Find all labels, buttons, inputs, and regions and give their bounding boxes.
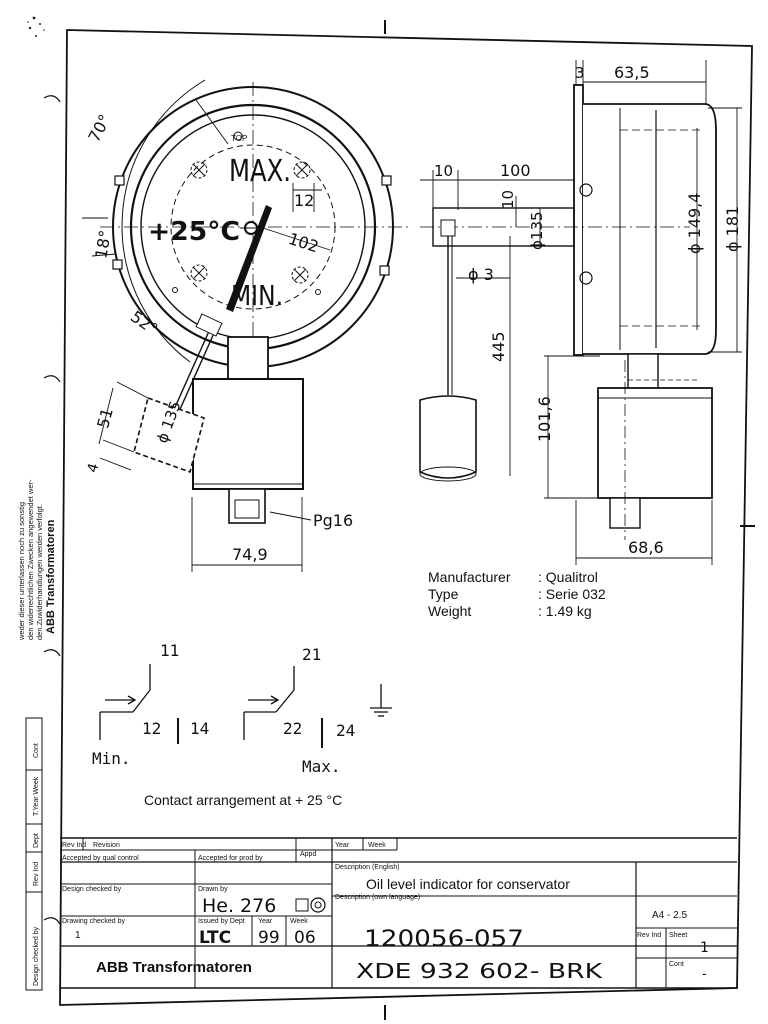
angle-70: 70° — [84, 111, 114, 145]
side-body — [597, 387, 713, 499]
tb-issued-dept-value: LTC — [199, 928, 231, 948]
tb-cont: Cont — [669, 961, 684, 968]
dim-3: 3 — [575, 64, 585, 82]
margin-note-line1: weder dieser unterlassen noch zu sonstig — [17, 502, 26, 641]
dim-51: 51 — [93, 406, 117, 431]
contact-24: 24 — [336, 721, 355, 740]
tb-drawn-by: Drawn by — [198, 886, 228, 893]
dim-686: 68,6 — [628, 538, 664, 557]
tb-year: Year — [335, 842, 350, 849]
margin-note-line3: den.Zuwiderhandlungen werden verfolgt. — [35, 504, 44, 640]
top-mark: TOP — [231, 134, 247, 143]
angle-52: 52° — [127, 307, 161, 339]
dim-1016: 101,6 — [535, 396, 554, 442]
dial-screws — [172, 161, 321, 295]
scan-speckle — [27, 16, 45, 37]
tb-doc-number: 120056-057 — [364, 927, 524, 952]
dim-10a: 10 — [434, 162, 453, 180]
tb-desc-own-label: Description (own language) — [335, 894, 420, 901]
rim-bolts — [112, 175, 392, 276]
cylinder-float — [419, 395, 477, 479]
contact-caption: Contact arrangement at + 25 °C — [144, 792, 342, 808]
margin-note-line2: den widerrechtlichen Zwecken angewendet … — [26, 479, 35, 640]
strip-design-checked: Design checked by — [33, 926, 40, 986]
title-block — [60, 837, 737, 989]
type-value: : Serie 032 — [538, 586, 606, 602]
dim-749: 74,9 — [232, 545, 268, 564]
gauge-side-view: 3 63,5 10 100 10 ϕ135 ϕ 3 445 101,6 ϕ 14… — [419, 60, 742, 565]
tb-rev-ind2: Rev Ind — [637, 932, 661, 939]
tb-revision: Revision — [93, 842, 120, 849]
tb-drawing-checked: Drawing checked by — [62, 918, 126, 925]
tb-drawing-code: XDE 932 602- BRK — [356, 959, 603, 983]
strip-cont: Cont — [33, 743, 40, 758]
tb-year2: Year — [258, 918, 273, 925]
type-label: Type — [428, 586, 459, 602]
pg16-label: Pg16 — [313, 511, 353, 530]
contact-14: 14 — [190, 719, 209, 738]
float-block — [133, 396, 205, 474]
side-flange — [573, 84, 584, 356]
dim-635: 63,5 — [614, 63, 650, 82]
dim-phi3: ϕ 3 — [468, 265, 494, 284]
dim-10b: 10 — [499, 190, 517, 209]
tb-accepted-prod: Accepted for prod by — [198, 855, 263, 862]
arc-tick-marks — [82, 217, 117, 257]
side-housing — [583, 103, 717, 355]
tb-issued-week-value: 06 — [294, 928, 316, 948]
dim-phi181: ϕ 181 — [723, 206, 742, 252]
margin-note-company: ABB Transformatoren — [45, 519, 57, 634]
weight-label: Weight — [428, 603, 471, 619]
specs-block: Manufacturer : Qualitrol Type : Serie 03… — [428, 569, 606, 619]
dim-4: 4 — [85, 462, 103, 475]
tb-company: ABB Transformatoren — [96, 959, 252, 976]
strip-year-week: T.Year Week — [33, 776, 40, 816]
gauge-body — [192, 378, 304, 490]
tb-accepted-qual: Accepted by qual control — [62, 855, 139, 862]
temperature-label: +25°C — [148, 217, 240, 247]
contact-21: 21 — [302, 645, 321, 664]
strip-dept: Dept — [33, 833, 40, 848]
angle-18: 18° — [91, 229, 115, 260]
tb-week2: Week — [290, 918, 308, 925]
side-strip: Cont T.Year Week Dept Rev Ind Design che… — [25, 717, 43, 991]
gauge-front-view: TOP MAX. MIN. +25°C 12 102 70° 18° 52° P… — [82, 79, 408, 572]
dim-phi135-side: ϕ135 — [528, 211, 546, 250]
tb-issued-by-dept: Issued by Dept — [198, 918, 245, 925]
gauge-stem — [227, 336, 269, 380]
tb-drawing-checked-value: 1 — [75, 930, 81, 941]
gauge-pointer — [226, 205, 272, 312]
dim-445: 445 — [489, 331, 508, 362]
dim-100: 100 — [500, 161, 531, 180]
dim-phi1494: ϕ 149,4 — [685, 193, 704, 254]
max-label: MAX. — [229, 154, 291, 189]
tb-sheet: Sheet — [669, 932, 687, 939]
dim-12: 12 — [294, 191, 314, 210]
dim-102: 102 — [286, 229, 321, 257]
contact-min-label: Min. — [92, 749, 131, 768]
tb-desc-english: Oil level indicator for conservator — [366, 876, 570, 892]
tb-week: Week — [368, 842, 386, 849]
tb-cont-value: - — [702, 965, 707, 981]
tb-desc-english-label: Description (English) — [335, 864, 400, 871]
contact-max-label: Max. — [302, 757, 341, 776]
weight-value: : 1.49 kg — [538, 603, 592, 619]
strip-rev-ind: Rev Ind — [33, 862, 40, 886]
margin-note: weder dieser unterlassen noch zu sonstig… — [17, 479, 57, 641]
tb-rev-ind: Rev Ind — [62, 842, 86, 849]
manufacturer-label: Manufacturer — [428, 569, 511, 585]
manufacturer-value: : Qualitrol — [538, 569, 598, 585]
contact-11: 11 — [160, 641, 179, 660]
tb-drawn-by-value: He. 276 — [202, 895, 276, 917]
page-marks — [27, 16, 755, 1020]
contact-diagram — [99, 664, 392, 748]
contact-22: 22 — [283, 719, 302, 738]
tb-sheet-value: 1 — [700, 940, 709, 956]
tb-issued-year-value: 99 — [258, 928, 280, 948]
tb-format: A4 - 2.5 — [652, 910, 687, 921]
tb-design-checked: Design checked by — [62, 886, 122, 893]
contact-12: 12 — [142, 719, 161, 738]
tb-appd: Appd — [300, 851, 316, 858]
